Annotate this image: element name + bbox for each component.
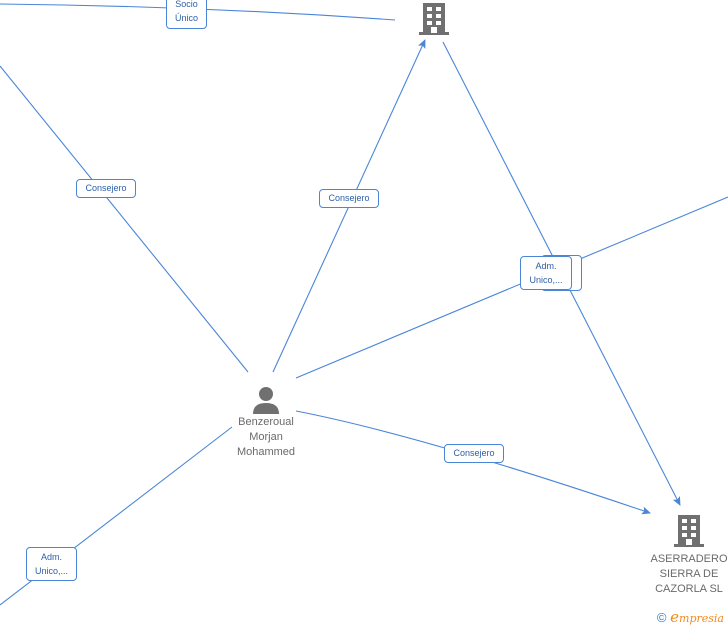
person-icon (224, 385, 308, 415)
node-label-line: ASERRADERO (650, 553, 728, 565)
edge-label-text: Consejero (453, 448, 495, 458)
edge-consejero-left (0, 65, 249, 373)
edge-label-line: Adm. (535, 261, 557, 271)
copyright-icon: © (656, 610, 667, 625)
node-company-aserradero[interactable]: ASERRADERO SIERRA DE CAZORLA SL (644, 514, 728, 597)
edge-label-socio-unico[interactable]: Socio Único (166, 0, 207, 29)
edge-label-consejero-bottom[interactable]: Consejero (444, 444, 504, 463)
empresia-logo: © empresia (657, 608, 724, 626)
brand-name: mpresia (679, 612, 724, 625)
edge-label-line: Socio (175, 0, 198, 9)
brand-e: e (670, 608, 680, 626)
building-icon (644, 514, 728, 548)
edge-adm-unico-right (295, 196, 728, 379)
edge-label-text: Consejero (85, 183, 127, 193)
building-icon (414, 2, 454, 36)
edge-label-adm-unico-right[interactable]: Adm. Unico,... (520, 256, 572, 290)
node-label: ASERRADERO SIERRA DE CAZORLA SL (644, 552, 728, 597)
edge-label-adm-unico-bottom-left[interactable]: Adm. Unico,... (26, 547, 77, 581)
node-label-line: Morjan (249, 431, 283, 443)
edge-label-consejero-left[interactable]: Consejero (76, 179, 136, 198)
edge-label-line: Unico,... (34, 566, 68, 576)
node-label-line: CAZORLA SL (655, 583, 723, 595)
node-label-line: Mohammed (236, 446, 296, 458)
edge-label-text: Consejero (328, 193, 370, 203)
node-person-benzeroual[interactable]: Benzeroual Morjan Mohammed (224, 385, 308, 460)
edge-label-line: Unico,... (529, 275, 563, 285)
node-label-line: SIERRA DE (659, 568, 719, 580)
node-label: Benzeroual Morjan Mohammed (224, 415, 308, 460)
edge-label-line: Único (174, 13, 198, 23)
node-label-line: Benzeroual (238, 416, 294, 428)
edge-label-consejero-top[interactable]: Consejero (319, 189, 379, 208)
edge-label-line: Adm. (40, 552, 62, 562)
node-company-top[interactable] (414, 2, 454, 36)
